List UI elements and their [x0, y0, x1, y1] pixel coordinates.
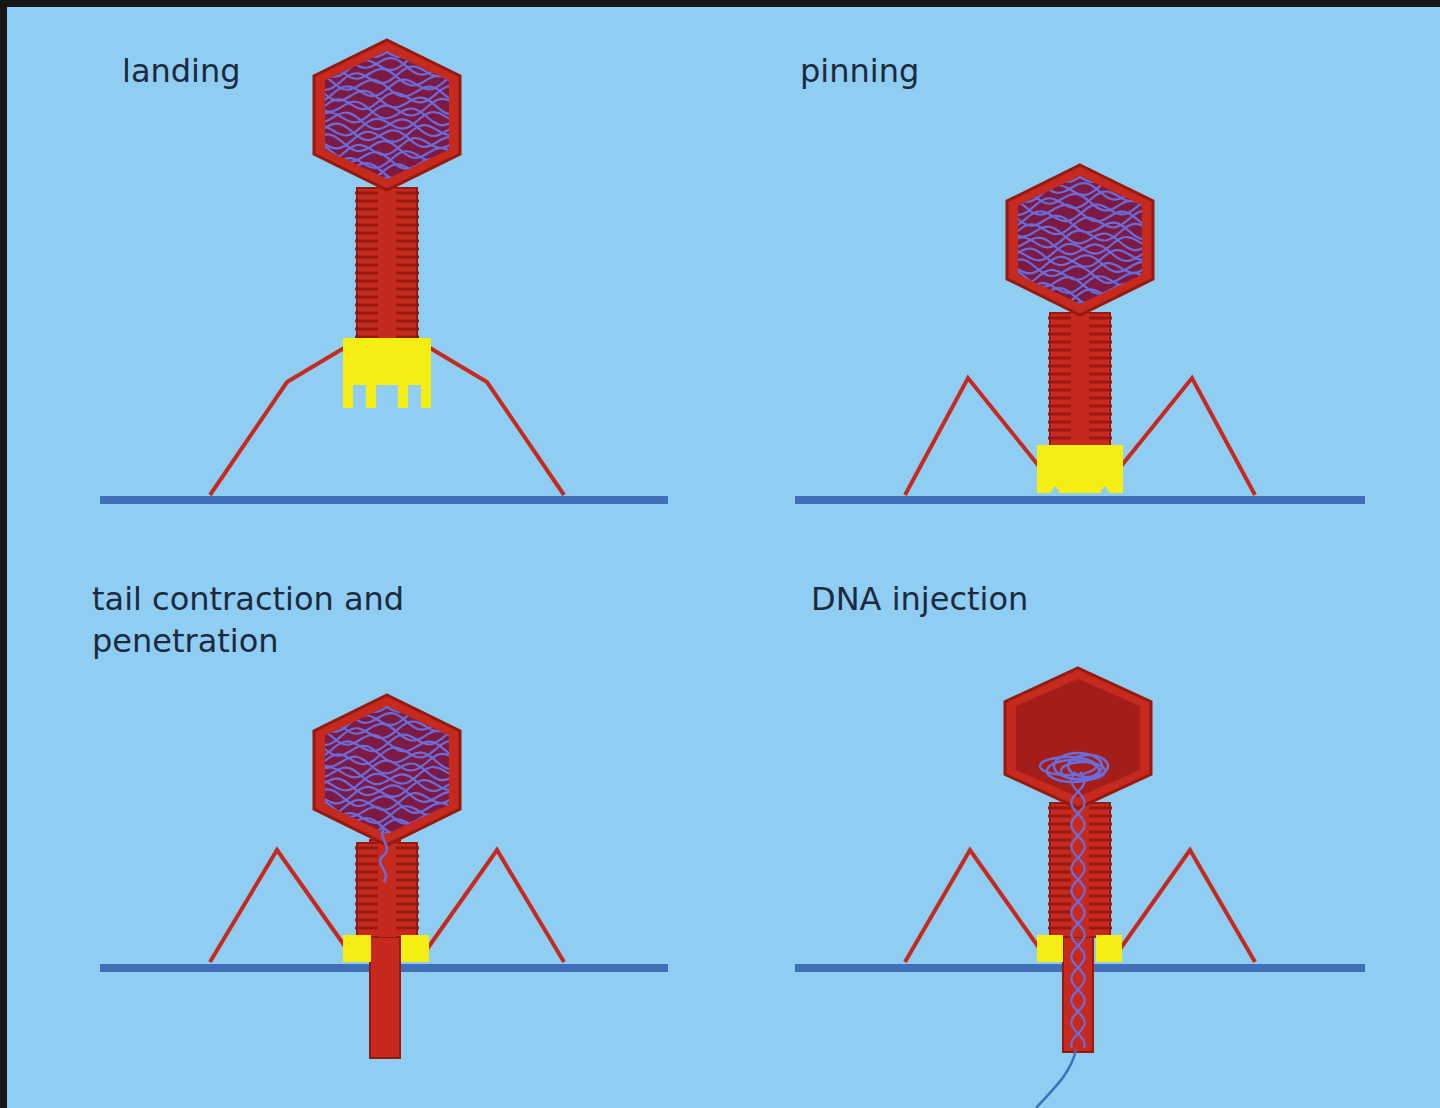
capsid-interior: [1016, 679, 1140, 797]
panel-label: tail contraction and penetration: [92, 578, 432, 662]
base-plate: [1037, 935, 1063, 962]
panel-label: DNA injection: [811, 578, 1151, 620]
dna-helix: [1071, 772, 1084, 1048]
base-plate: [401, 935, 429, 962]
phage-landing: [100, 40, 668, 500]
tail-fiber: [905, 378, 1042, 495]
cell-surface: [795, 496, 1365, 504]
tail-fiber: [1118, 378, 1255, 495]
cell-surface: [100, 496, 668, 504]
tail-fiber: [425, 345, 564, 495]
dna-strand: [380, 828, 387, 882]
base-plate: [1096, 935, 1122, 962]
frame-strip: [0, 0, 7, 1108]
tail-fiber: [210, 345, 349, 495]
tail-core: [1071, 313, 1089, 447]
panel-label: landing: [122, 50, 422, 92]
dna-coil: [314, 40, 458, 197]
base-plate: [343, 338, 431, 408]
tail-fiber: [210, 850, 349, 962]
dna-tangle: [1040, 753, 1108, 782]
tail-core: [378, 188, 396, 342]
dna-coil: [314, 695, 458, 852]
base-plate: [343, 935, 371, 962]
capsid-head: [314, 40, 460, 190]
capsid-head: [314, 695, 460, 845]
phage-injection: [795, 668, 1365, 1108]
frame-strip: [0, 0, 1440, 7]
panel-label: pinning: [800, 50, 1100, 92]
tail-fiber: [905, 850, 1042, 962]
tail-fiber: [425, 850, 564, 962]
capsid-head: [1005, 668, 1151, 808]
phage-penetration: [100, 695, 668, 1058]
dna-strand: [1036, 1050, 1076, 1108]
tail-fiber: [1118, 850, 1255, 962]
dna-coil: [1007, 165, 1151, 322]
capsid-head: [1007, 165, 1153, 315]
base-plate: [1037, 445, 1123, 493]
phage-pinning: [795, 165, 1365, 500]
